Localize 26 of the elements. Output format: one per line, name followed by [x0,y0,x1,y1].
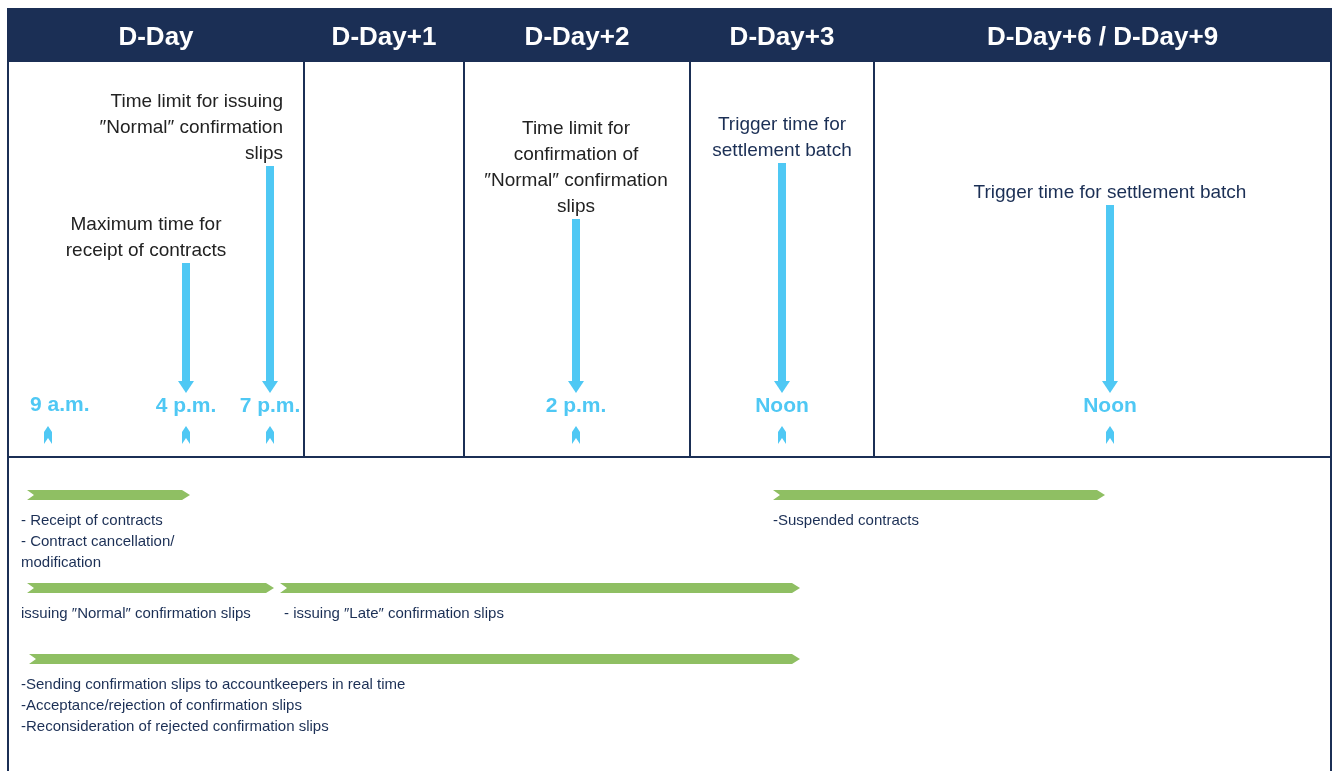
day-header: D-Day+6 / D-Day+9 [875,10,1330,62]
day-header: D-Day+1 [305,10,463,62]
time-label: 7 p.m. [230,393,310,417]
time-label: 2 p.m. [536,393,616,417]
day-header: D-Day+2 [465,10,689,62]
annotation-text: Time limit for confirmation of ″Normal″ confirmation slips [481,115,671,219]
day-header: D-Day [9,10,303,62]
time-label: Noon [1070,393,1150,417]
activity-text: -Sending confirmation slips to accountkeepers in real time [21,674,406,694]
time-label: 4 p.m. [146,393,226,417]
time-label: 9 a.m. [30,392,90,416]
activity-text: - Contract cancellation/ modification [21,531,176,572]
activity-text: - Receipt of contracts [21,510,163,530]
activity-text: issuing ″Normal″ confirmation slips [21,603,251,623]
time-label: Noon [742,393,822,417]
activity-text: - issuing ″Late″ confirmation slips [284,603,504,623]
annotation-text: Trigger time for settlement batch [697,111,867,163]
annotation-text: Trigger time for settlement batch [900,179,1320,205]
activity-text: -Reconsideration of rejected confirmation slips [21,716,329,736]
day-header: D-Day+3 [691,10,873,62]
day-column [873,8,1332,458]
annotation-text: Time limit for issuing ″Normal″ confirmation slips [60,88,283,166]
activity-text: -Acceptance/rejection of confirmation slips [21,695,302,715]
day-column [7,8,305,458]
annotation-text: Maximum time for receipt of contracts [48,211,244,263]
activity-text: -Suspended contracts [773,510,919,530]
